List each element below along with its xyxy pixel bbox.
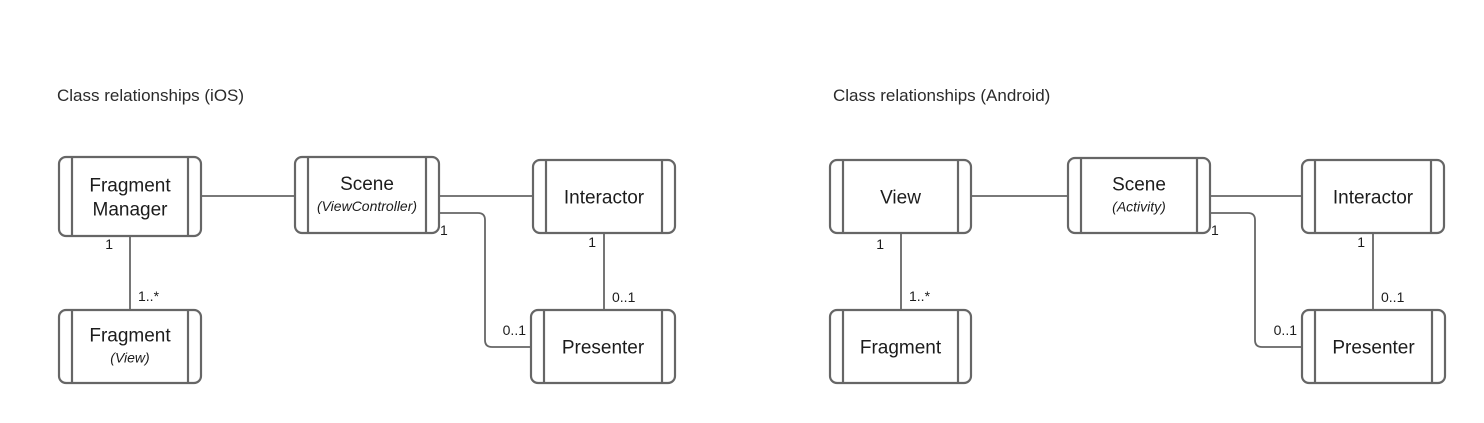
node-ios-interactor[interactable]: Interactor [531, 158, 677, 235]
node-label: Presenter [1332, 338, 1415, 359]
multiplicity-scene-presenter-start: 1 [1211, 222, 1219, 238]
node-android-interactor[interactable]: Interactor [1300, 158, 1446, 235]
edge-scene-to-presenter [1210, 212, 1302, 348]
multiplicity-view-fragment-top: 1 [876, 236, 884, 252]
node-box [1066, 156, 1212, 235]
multiplicity-scene-presenter-start: 1 [440, 222, 448, 238]
node-sublabel: (Activity) [1112, 199, 1166, 215]
multiplicity-interactor-presenter-bottom: 0..1 [1381, 289, 1405, 305]
node-label: Manager [93, 200, 169, 221]
panel-title-android: Class relationships (Android) [833, 86, 1050, 105]
edge-scene-to-presenter [439, 212, 531, 348]
node-label: Scene [340, 174, 394, 195]
node-box [828, 308, 973, 385]
node-label: Fragment [860, 338, 942, 359]
node-label: Fragment [89, 326, 171, 347]
node-ios-fragment[interactable]: Fragment (View) [57, 308, 203, 385]
node-sublabel: (ViewController) [317, 198, 417, 214]
panel-ios: Class relationships (iOS)FragmentManager… [57, 86, 677, 385]
node-label: Interactor [1333, 188, 1414, 209]
node-android-scene[interactable]: Scene (Activity) [1066, 156, 1212, 235]
node-box [57, 308, 203, 385]
node-box [57, 155, 203, 238]
node-ios-scene[interactable]: Scene (ViewController) [293, 155, 441, 235]
multiplicity-interactor-presenter-top: 1 [588, 234, 596, 250]
multiplicity-fragment-manager-fragment-bottom: 1..* [138, 288, 160, 304]
node-label: Fragment [89, 176, 171, 197]
node-box [529, 308, 677, 385]
multiplicity-scene-presenter-end: 0..1 [1274, 322, 1298, 338]
node-android-fragment[interactable]: Fragment [828, 308, 973, 385]
node-sublabel: (View) [110, 350, 149, 366]
node-ios-presenter[interactable]: Presenter [529, 308, 677, 385]
node-box [1300, 158, 1446, 235]
multiplicity-interactor-presenter-top: 1 [1357, 234, 1365, 250]
node-label: Scene [1112, 175, 1166, 196]
panel-android: Class relationships (Android) View Scene (A… [828, 86, 1447, 385]
node-box [1300, 308, 1447, 385]
multiplicity-scene-presenter-end: 0..1 [503, 322, 527, 338]
node-label: View [880, 188, 921, 209]
node-android-presenter[interactable]: Presenter [1300, 308, 1447, 385]
diagram-layers: Class relationships (iOS)FragmentManager… [57, 86, 1447, 385]
node-box [531, 158, 677, 235]
node-box [828, 158, 973, 235]
panel-title-ios: Class relationships (iOS) [57, 86, 244, 105]
node-label: Presenter [562, 338, 645, 359]
node-label: Interactor [564, 188, 645, 209]
multiplicity-view-fragment-bottom: 1..* [909, 288, 931, 304]
multiplicity-interactor-presenter-bottom: 0..1 [612, 289, 636, 305]
node-box [293, 155, 441, 235]
multiplicity-fragment-manager-fragment-top: 1 [105, 236, 113, 252]
node-android-view[interactable]: View [828, 158, 973, 235]
